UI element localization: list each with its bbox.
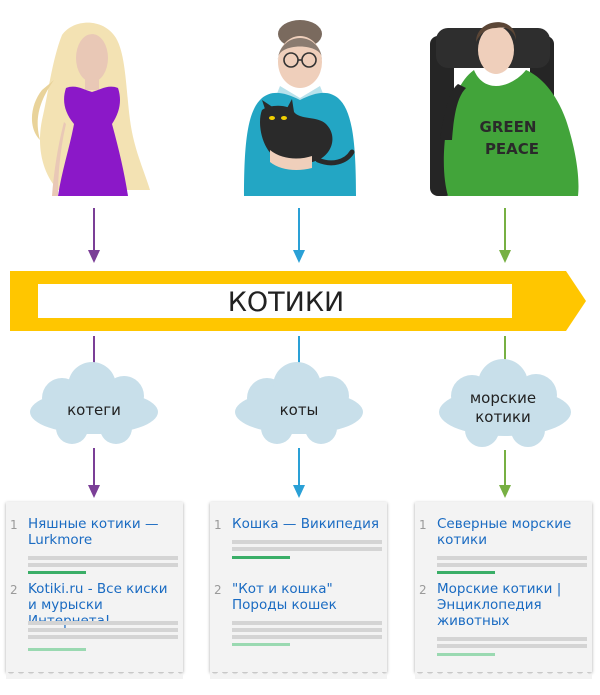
arrow-left-top bbox=[88, 208, 100, 263]
shirt-text-line-1: GREEN bbox=[480, 118, 537, 136]
snippet-line bbox=[437, 563, 587, 567]
result-link[interactable]: Кошка — Википедия bbox=[232, 516, 380, 532]
result-link[interactable]: Северные морские котики bbox=[437, 516, 572, 548]
result-link[interactable]: "Кот и кошка" Породы кошек bbox=[232, 581, 337, 613]
result-number: 1 bbox=[419, 518, 427, 532]
cloud-right bbox=[439, 359, 571, 447]
result-number: 2 bbox=[10, 583, 18, 597]
arrow-mid-bottom bbox=[293, 448, 305, 498]
results-card-right: 1 Северные морские котики 2 Морские коти… bbox=[415, 502, 592, 679]
cloud-left bbox=[30, 362, 158, 444]
relevance-bar-weak bbox=[437, 653, 495, 656]
snippet-line bbox=[28, 556, 178, 560]
snippet-line bbox=[232, 540, 382, 544]
cloud-label-mid: коты bbox=[280, 401, 319, 419]
results-card-left: 1 Няшные котики — Lurkmore 2 Kotiki.ru -… bbox=[6, 502, 183, 679]
snippet-line bbox=[28, 628, 178, 632]
result-number: 2 bbox=[214, 583, 222, 597]
query-text: КОТИКИ bbox=[228, 287, 344, 318]
snippet-line bbox=[232, 628, 382, 632]
arrow-left-bottom bbox=[88, 448, 100, 498]
relevance-bar-good bbox=[28, 571, 86, 574]
result-number: 2 bbox=[419, 583, 427, 597]
arrow-right-top bbox=[499, 208, 511, 263]
results-card-mid: 1 Кошка — Википедия 2 "Кот и кошка" Поро… bbox=[210, 502, 387, 679]
snippet-line bbox=[232, 621, 382, 625]
arrow-right-bottom bbox=[499, 450, 511, 498]
woman-icon bbox=[31, 22, 150, 196]
granny-with-cat-icon bbox=[244, 20, 356, 196]
snippet-line bbox=[437, 644, 587, 648]
snippet-line bbox=[28, 635, 178, 639]
shirt-text-line-2: PEACE bbox=[485, 140, 539, 158]
relevance-bar-good bbox=[232, 556, 290, 559]
query-banner: КОТИКИ bbox=[10, 271, 586, 331]
greenpeace-activist-icon: GREEN PEACE bbox=[430, 22, 579, 196]
arrow-mid-top bbox=[293, 208, 305, 263]
snippet-line bbox=[28, 563, 178, 567]
result-number: 1 bbox=[10, 518, 18, 532]
relevance-bar-good bbox=[437, 571, 495, 574]
cloud-mid bbox=[235, 362, 363, 444]
result-number: 1 bbox=[214, 518, 222, 532]
relevance-bar-weak bbox=[232, 643, 290, 646]
cloud-label-left: котеги bbox=[67, 401, 121, 419]
snippet-line bbox=[232, 635, 382, 639]
snippet-line bbox=[232, 547, 382, 551]
relevance-bar-weak bbox=[28, 648, 86, 651]
snippet-line bbox=[437, 637, 587, 641]
snippet-line bbox=[28, 621, 178, 625]
result-link[interactable]: Няшные котики — Lurkmore bbox=[28, 516, 159, 548]
snippet-line bbox=[437, 556, 587, 560]
result-link[interactable]: Морские котики | Энциклопедия животных bbox=[437, 581, 562, 629]
